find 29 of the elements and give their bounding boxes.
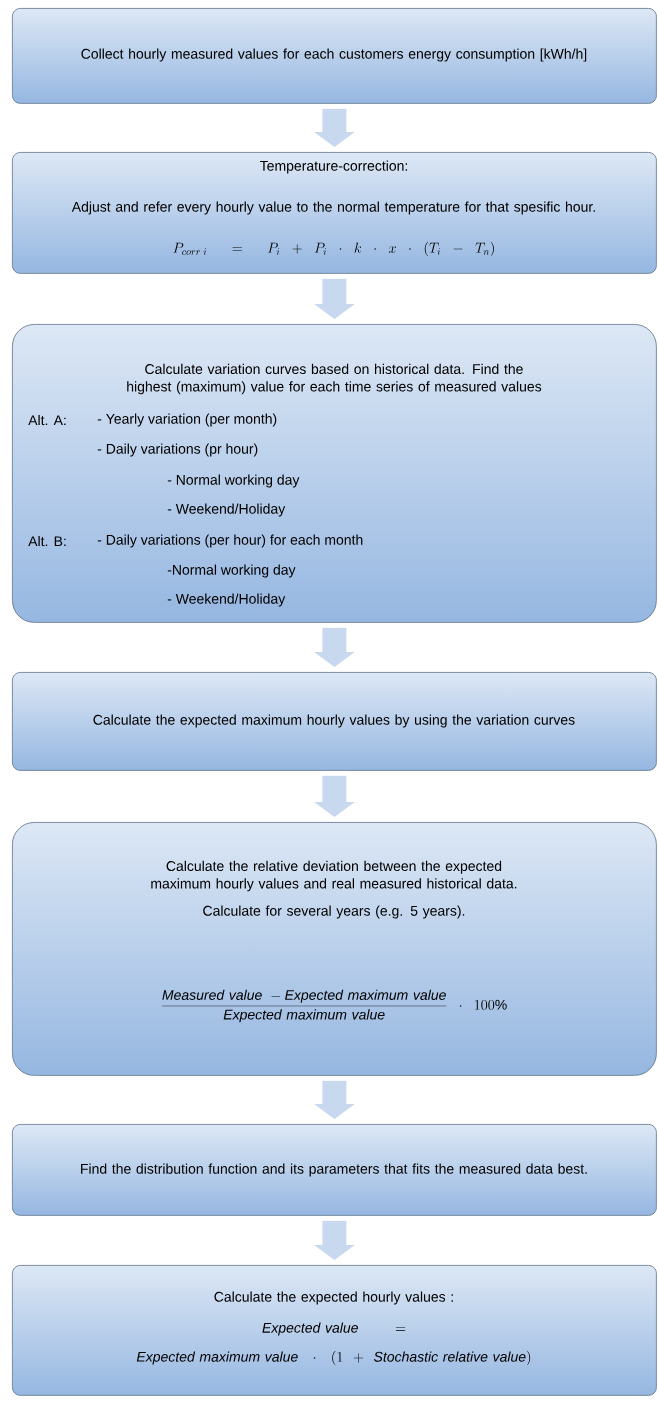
list-item: -Normal working day bbox=[167, 564, 296, 578]
process-box bbox=[12, 1124, 657, 1216]
formula: $\frac{\mathit{Measured\ value}\ - \mathit{Expected\ maximum\ value}}{\mathit{Expected\ maximum\ value}}\cdot 100\%$ bbox=[161, 989, 507, 1023]
step-text: Calculate the expected maximum hourly values by using the variation curves bbox=[93, 714, 575, 728]
formula: $\mathit{Expected\ value} =$ bbox=[262, 1322, 406, 1336]
list-item: - Yearly variation (per month) bbox=[97, 413, 277, 427]
step-text: Calculate the relative deviation between the expected maximum hourly values and real measured historical data. bbox=[151, 860, 517, 892]
process-box bbox=[12, 152, 657, 274]
process-box bbox=[12, 324, 657, 623]
step-text: Adjust and refer every hourly value to the normal temperature for that spesific hour. bbox=[71, 201, 595, 215]
step-text: Calculate variation curves based on historical data. Find the highest (maximum) value for each time series of measured values bbox=[127, 363, 542, 395]
list-item: - Weekend/Holiday bbox=[167, 593, 286, 607]
option-label: Alt. B: bbox=[28, 535, 66, 547]
process-box bbox=[12, 8, 657, 104]
option-label: Alt. A: bbox=[28, 414, 66, 426]
list-item: - Daily variations (per hour) for each month bbox=[97, 534, 363, 548]
formula: $P_{corr\;i} = P_i + P_i \cdot k \cdot x \cdot (T_i - T_n)$ bbox=[173, 241, 494, 257]
step-heading: Calculate the expected hourly values : bbox=[214, 1291, 453, 1305]
process-box bbox=[12, 1265, 657, 1396]
step-text: Collect hourly measured values for each customers energy consumption [kWh/h] bbox=[81, 48, 587, 62]
list-item: - Normal working day bbox=[167, 474, 300, 488]
list-item: - Weekend/Holiday bbox=[167, 503, 286, 517]
formula: $\mathit{Expected\ maximum\ value}\ \cdot\ (1 + \mathit{Stochastic\ relative\ value})$ bbox=[136, 1350, 531, 1366]
step-text: Calculate for several years (e.g. 5 years). bbox=[203, 905, 465, 919]
step-text: Find the distribution function and its parameters that fits the measured data best. bbox=[81, 1163, 587, 1177]
process-box bbox=[12, 822, 657, 1076]
process-box bbox=[12, 672, 657, 771]
list-item: - Daily variations (pr hour) bbox=[97, 443, 258, 457]
step-heading: Temperature-correction: bbox=[260, 160, 407, 174]
